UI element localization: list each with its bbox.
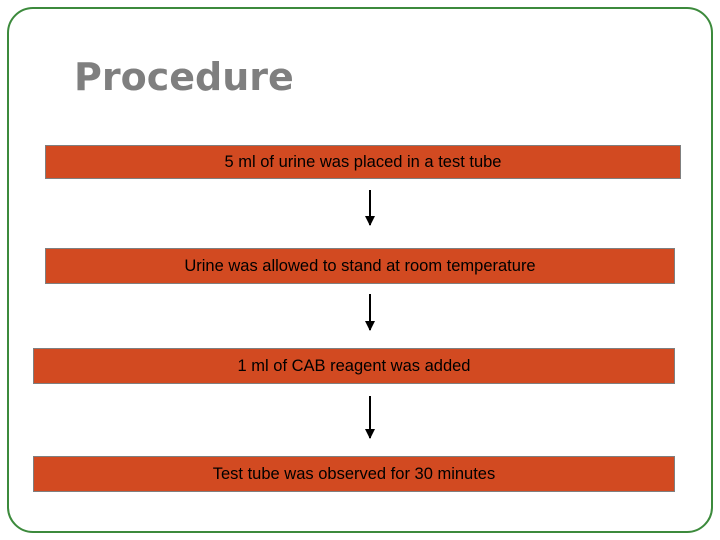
flow-arrow-2-icon — [365, 294, 375, 331]
flow-step-3: 1 ml of CAB reagent was added — [33, 348, 675, 384]
flow-step-3-label: 1 ml of CAB reagent was added — [237, 356, 471, 375]
page-title: Procedure — [74, 55, 294, 99]
flow-arrow-3-icon — [365, 396, 375, 439]
flow-step-2-label: Urine was allowed to stand at room tempe… — [184, 256, 536, 275]
flow-step-4: Test tube was observed for 30 minutes — [33, 456, 675, 492]
flow-step-1: 5 ml of urine was placed in a test tube — [45, 145, 681, 179]
flow-arrow-1-icon — [365, 190, 375, 226]
flow-step-2: Urine was allowed to stand at room tempe… — [45, 248, 675, 284]
flow-step-4-label: Test tube was observed for 30 minutes — [212, 464, 496, 483]
flow-step-1-label: 5 ml of urine was placed in a test tube — [224, 152, 502, 171]
